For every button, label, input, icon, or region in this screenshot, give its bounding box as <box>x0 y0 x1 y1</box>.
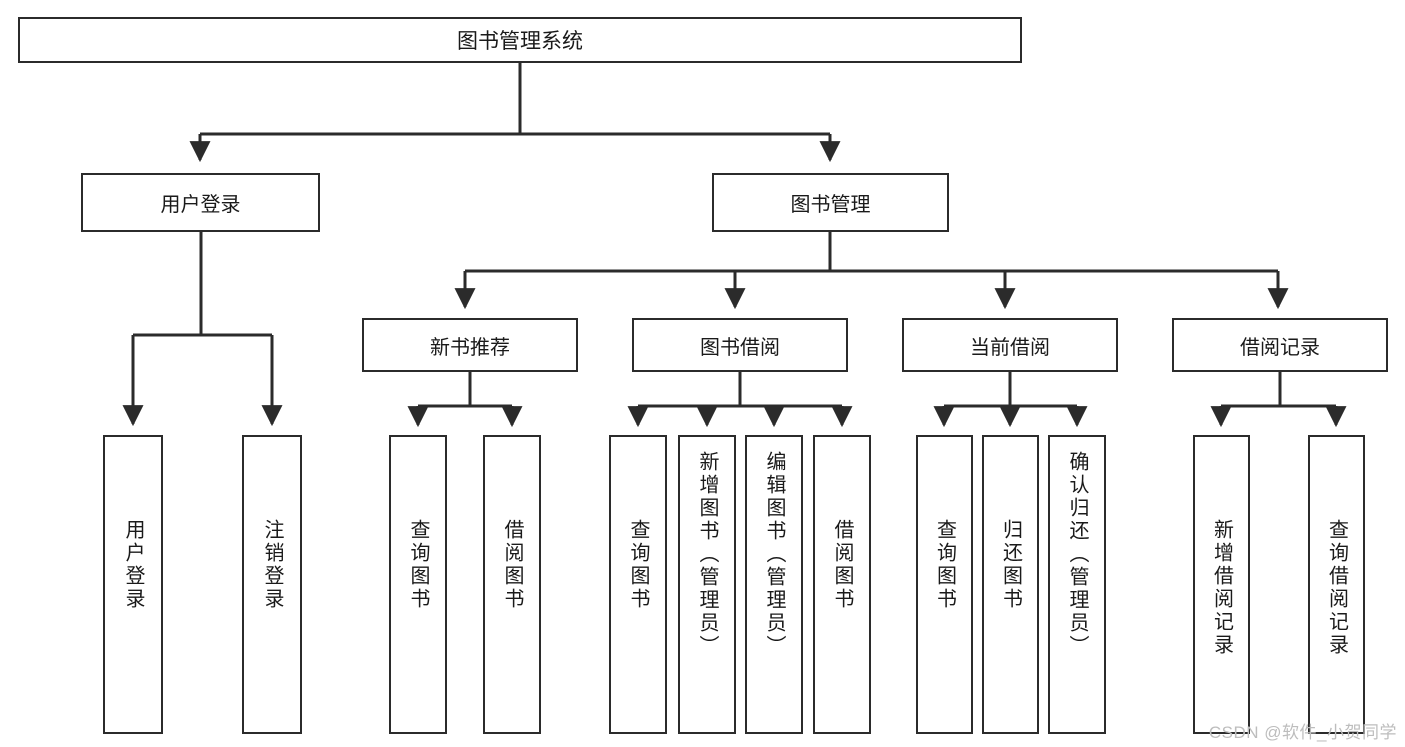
node-leaf-return-book-label: 归还图书 <box>999 519 1022 611</box>
node-leaf-add-record[interactable]: 新增借阅记录 <box>1193 435 1250 734</box>
node-leaf-borrow-book-2[interactable]: 借阅图书 <box>813 435 871 734</box>
node-leaf-user-logout-label: 注销登录 <box>261 519 283 611</box>
node-leaf-borrow-book-1-label: 借阅图书 <box>501 519 523 611</box>
node-leaf-user-login[interactable]: 用户登录 <box>103 435 163 734</box>
node-book-manage[interactable]: 图书管理 <box>712 173 949 232</box>
node-leaf-add-record-label: 新增借阅记录 <box>1210 519 1233 657</box>
node-leaf-query-book-2[interactable]: 查询图书 <box>609 435 667 734</box>
node-leaf-edit-book[interactable]: 编辑图书（管理员） <box>745 435 803 734</box>
node-borrow-record[interactable]: 借阅记录 <box>1172 318 1388 372</box>
node-root[interactable]: 图书管理系统 <box>18 17 1022 63</box>
node-book-manage-label: 图书管理 <box>790 194 871 216</box>
node-leaf-query-book-2-label: 查询图书 <box>627 519 649 611</box>
node-new-book-rec-label: 新书推荐 <box>430 336 510 359</box>
node-leaf-query-record-label: 查询借阅记录 <box>1325 519 1348 657</box>
node-current-borrow-label: 当前借阅 <box>970 336 1050 359</box>
node-current-borrow[interactable]: 当前借阅 <box>902 318 1118 372</box>
node-user-login[interactable]: 用户登录 <box>81 173 320 232</box>
node-root-label: 图书管理系统 <box>457 30 583 53</box>
node-leaf-confirm-return[interactable]: 确认归还（管理员） <box>1048 435 1106 734</box>
node-leaf-query-record[interactable]: 查询借阅记录 <box>1308 435 1365 734</box>
node-leaf-return-book[interactable]: 归还图书 <box>982 435 1039 734</box>
node-leaf-borrow-book-2-label: 借阅图书 <box>831 519 853 611</box>
node-leaf-query-book-3-label: 查询图书 <box>933 519 956 611</box>
node-leaf-user-login-label: 用户登录 <box>122 519 144 611</box>
node-leaf-user-logout[interactable]: 注销登录 <box>242 435 302 734</box>
node-leaf-query-book-3[interactable]: 查询图书 <box>916 435 973 734</box>
node-leaf-add-book[interactable]: 新增图书（管理员） <box>678 435 736 734</box>
node-leaf-confirm-return-label: 确认归还（管理员） <box>1066 451 1088 658</box>
node-book-borrow[interactable]: 图书借阅 <box>632 318 848 372</box>
node-user-login-label: 用户登录 <box>160 194 241 216</box>
node-leaf-query-book-1-label: 查询图书 <box>407 519 429 611</box>
node-leaf-query-book-1[interactable]: 查询图书 <box>389 435 447 734</box>
node-leaf-edit-book-label: 编辑图书（管理员） <box>763 451 785 658</box>
node-book-borrow-label: 图书借阅 <box>700 336 780 359</box>
node-new-book-rec[interactable]: 新书推荐 <box>362 318 578 372</box>
node-leaf-add-book-label: 新增图书（管理员） <box>696 451 718 658</box>
node-leaf-borrow-book-1[interactable]: 借阅图书 <box>483 435 541 734</box>
node-borrow-record-label: 借阅记录 <box>1240 336 1320 359</box>
